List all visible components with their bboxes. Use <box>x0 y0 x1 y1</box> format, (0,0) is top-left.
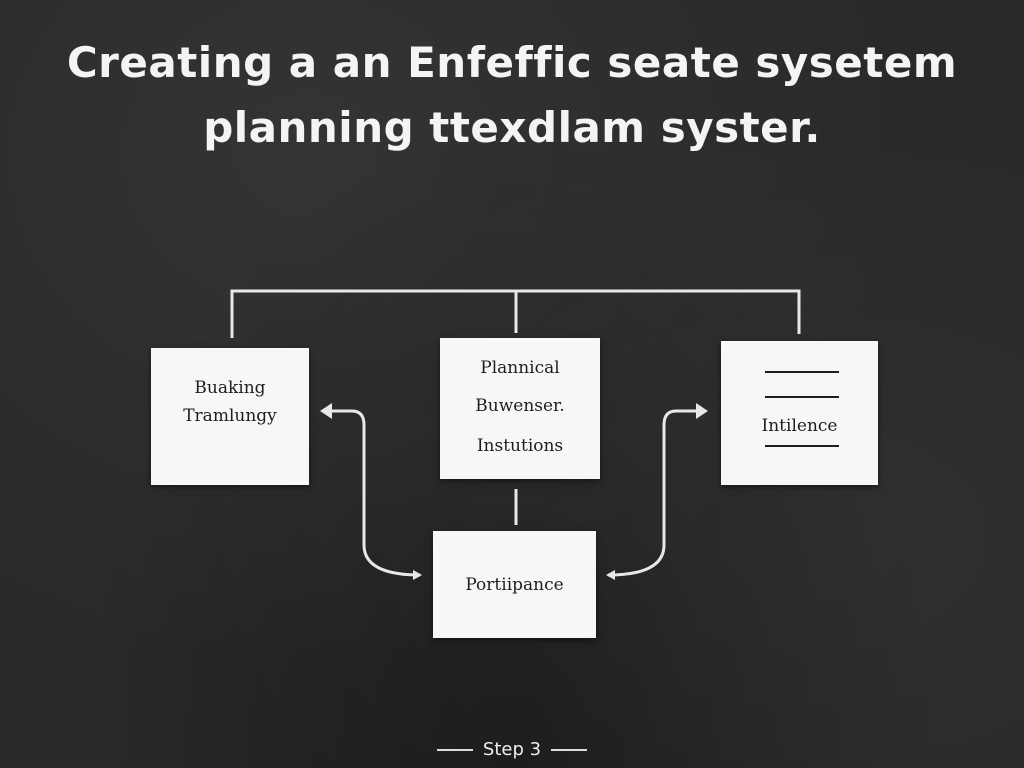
node-left: Buaking Tramlungy <box>151 348 309 485</box>
page-title-line-1: Creating a an Enfeffic seate sysetem <box>66 38 958 87</box>
node-left-line-2: Tramlungy <box>183 406 277 426</box>
node-right-line-1: Intilence <box>761 416 838 436</box>
left-arrowhead-up <box>320 403 332 419</box>
right-arrowhead-up <box>696 403 708 419</box>
page-title-line-2: planning ttexdlam syster. <box>203 103 821 152</box>
node-left-line-1: Buaking <box>194 378 266 398</box>
node-center-line-2: Buwenser. <box>475 396 565 416</box>
node-right: Intilence <box>721 341 878 485</box>
node-center: Plannical Buwenser. Instutions <box>440 338 600 479</box>
node-center-line-3: Instutions <box>476 436 564 456</box>
node-center-line-1: Plannical <box>480 358 560 378</box>
step-label: Step 3 <box>482 739 542 760</box>
left-curved-arrow <box>322 409 422 580</box>
node-right-rule-1 <box>765 371 839 373</box>
step-dash-right <box>551 749 588 751</box>
step-dash-left <box>436 749 473 751</box>
right-curved-arrow <box>606 409 704 580</box>
node-bottom-line-1: Portiipance <box>465 575 564 595</box>
node-right-rule-3 <box>765 445 839 447</box>
step-indicator: Step 3 <box>0 739 1024 761</box>
node-bottom: Portiipance <box>433 531 596 638</box>
node-right-rule-2 <box>765 396 839 398</box>
